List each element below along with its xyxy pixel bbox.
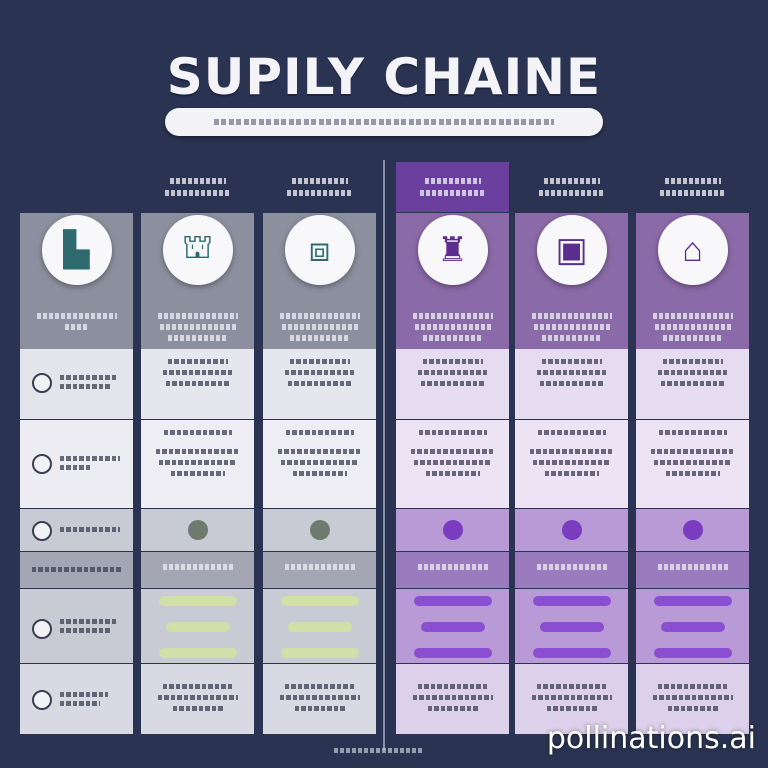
progress-bar: [280, 596, 359, 606]
row-progress: [636, 589, 749, 663]
progress-bar: [165, 622, 230, 632]
target-icon: [32, 619, 52, 639]
currency-icon: [32, 454, 52, 474]
status-dot: [682, 520, 703, 540]
column-header: [141, 162, 254, 212]
row-status-label: [20, 509, 133, 551]
row-status: [515, 509, 628, 551]
column-col-2: ⛫: [141, 0, 254, 768]
row-category: [263, 552, 376, 588]
row-progress-label: [20, 589, 133, 663]
row-summary: [141, 664, 254, 734]
icon-band: ▣: [515, 213, 628, 349]
row-cost: [396, 420, 509, 508]
row-summary: [396, 664, 509, 734]
factory-icon: ▙: [41, 215, 112, 285]
progress-bar: [158, 648, 237, 658]
status-dot: [309, 520, 330, 540]
progress-bar: [280, 648, 359, 658]
row-lead-time: [396, 349, 509, 419]
column-header: [636, 162, 749, 212]
column-col-3: ⧈: [263, 0, 376, 768]
footer-note-blurred: [334, 748, 424, 753]
box-icon: ⧈: [284, 215, 355, 285]
row-progress: [515, 589, 628, 663]
check-icon: [32, 521, 52, 541]
status-dot: [442, 520, 463, 540]
column-col-6: ⌂: [636, 0, 749, 768]
row-cost: [515, 420, 628, 508]
row-category: [396, 552, 509, 588]
store-icon: ▣: [536, 215, 607, 285]
progress-bar: [420, 622, 485, 632]
progress-bar: [413, 596, 492, 606]
row-progress: [263, 589, 376, 663]
row-lead-time: [515, 349, 628, 419]
row-cost: [141, 420, 254, 508]
progress-bar: [653, 648, 732, 658]
watermark: pollinations.ai: [546, 721, 756, 756]
progress-bar: [287, 622, 352, 632]
row-category: [141, 552, 254, 588]
icon-band: ⧈: [263, 213, 376, 349]
row-category: [636, 552, 749, 588]
warehouse-icon: ⛫: [162, 215, 233, 285]
progress-bar: [413, 648, 492, 658]
subtitle-bar: [165, 108, 603, 136]
row-lead-time: [636, 349, 749, 419]
progress-bar: [653, 596, 732, 606]
row-label-column: ▙: [20, 0, 133, 768]
status-dot: [561, 520, 582, 540]
row-cost-label: [20, 420, 133, 508]
column-header: [263, 162, 376, 212]
progress-bar: [532, 648, 611, 658]
column-col-5: ▣: [515, 0, 628, 768]
row-category: [515, 552, 628, 588]
row-category-label: [20, 552, 133, 588]
column-divider: [383, 160, 385, 750]
subtitle-text-blurred: [214, 119, 554, 125]
row-lead-time-label: [20, 349, 133, 419]
column-header: [396, 162, 509, 212]
status-dot: [187, 520, 208, 540]
row-lead-time: [141, 349, 254, 419]
progress-bar: [158, 596, 237, 606]
row-summary-label: [20, 664, 133, 734]
clock-icon: [32, 373, 52, 393]
icon-band: ⛫: [141, 213, 254, 349]
crane-icon: ♜: [417, 215, 488, 285]
column-header: [515, 162, 628, 212]
row-progress: [141, 589, 254, 663]
column-col-4: ♜: [396, 0, 509, 768]
icon-band: ♜: [396, 213, 509, 349]
icon-band: ⌂: [636, 213, 749, 349]
row-status: [141, 509, 254, 551]
progress-bar: [660, 622, 725, 632]
row-progress: [396, 589, 509, 663]
row-cost: [636, 420, 749, 508]
label-icon-band: ▙: [20, 213, 133, 349]
row-summary: [515, 664, 628, 734]
map-icon: ⌂: [657, 215, 728, 285]
row-cost: [263, 420, 376, 508]
row-lead-time: [263, 349, 376, 419]
progress-bar: [532, 596, 611, 606]
row-summary: [636, 664, 749, 734]
gauge-icon: [32, 690, 52, 710]
row-status: [636, 509, 749, 551]
row-summary: [263, 664, 376, 734]
progress-bar: [539, 622, 604, 632]
row-status: [263, 509, 376, 551]
row-status: [396, 509, 509, 551]
page-title: SUPILY CHAINE: [166, 48, 602, 106]
